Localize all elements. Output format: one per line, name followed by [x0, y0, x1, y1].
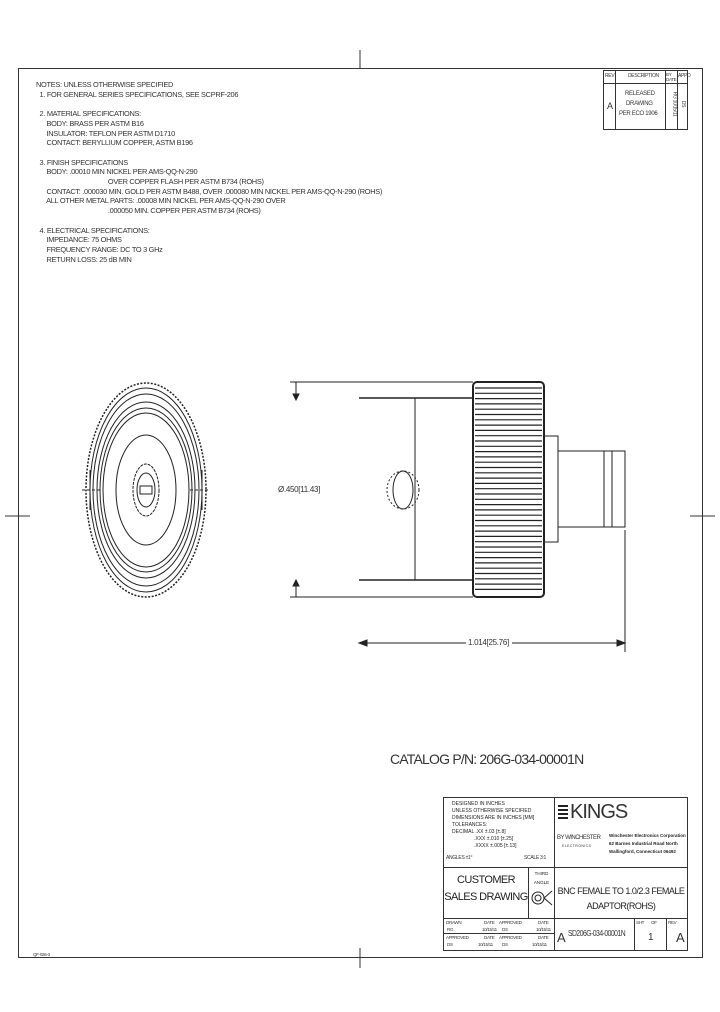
note-line: .000050 MIN. COPPER PER ASTM B734 (ROHS)	[36, 206, 261, 216]
notes-header: NOTES: UNLESS OTHERWISE SPECIFIED	[36, 80, 173, 89]
by-winchester: BY WINCHESTER	[557, 835, 601, 841]
electronics-label: ELECTRONICS	[562, 844, 592, 848]
approved2-date: 10/15/11	[478, 942, 493, 947]
approved-by: DS	[502, 927, 508, 932]
approved3-date: 10/15/11	[532, 942, 547, 947]
knurl-lines	[475, 387, 542, 591]
approved2-label: APPROVED	[446, 935, 469, 940]
note-line: 1. FOR GENERAL SERIES SPECIFICATIONS, SE…	[36, 89, 239, 99]
note-line	[36, 148, 382, 158]
date2-label: DATE	[538, 920, 549, 925]
note-line: FREQUENCY RANGE: DC TO 3 GHz	[36, 244, 163, 254]
rev-label: REV	[668, 920, 677, 925]
rev-appd: DS	[680, 100, 687, 108]
date-label: DATE	[484, 920, 495, 925]
rev-by-date: RG 10/15/11	[671, 91, 678, 117]
drawn-by: RG	[447, 927, 454, 932]
by-date-header: BY DATE	[666, 72, 677, 82]
brand-logo: KINGS	[570, 801, 628, 823]
revision-block: REV DESCRIPTION BY DATE APPD A RELEASED …	[603, 70, 691, 130]
kings-logo-icon	[558, 805, 568, 819]
sheet-label: SHT	[636, 920, 645, 925]
center-marks	[5, 50, 715, 968]
scale: SCALE 3:1	[524, 855, 547, 861]
note-line: CONTACT: .000030 MIN. GOLD PER ASTM B488…	[36, 186, 383, 196]
third-angle-projection-icon	[531, 890, 553, 906]
drawn-label: DRAWN	[446, 920, 462, 925]
note-line: BODY: .00010 MIN NICKEL PER AMS-QQ-N-290	[36, 167, 198, 177]
note-line: CONTACT: BERYLLIUM COPPER, ASTM B196	[36, 138, 194, 148]
approved-date: 10/15/11	[536, 927, 551, 932]
revision-letter: A	[676, 930, 685, 945]
approved-label: APPROVED	[499, 920, 522, 925]
general-notes: NOTES: UNLESS OTHERWISE SPECIFIED 1. FOR…	[36, 80, 382, 264]
approved2-by: DS	[447, 942, 453, 947]
catalog-part-number: CATALOG P/N: 206G-034-00001N	[390, 751, 584, 767]
sheet-size: A	[557, 930, 566, 945]
side-view	[290, 381, 627, 652]
note-line: 3. FINISH SPECIFICATIONS	[36, 157, 129, 167]
form-code: QF-026-3	[33, 952, 50, 957]
note-line: RETURN LOSS: 25 dB MIN	[36, 254, 132, 264]
note-line: INSULATOR: TEFLON PER ASTM D1710	[36, 128, 176, 138]
date3-label: DATE	[484, 935, 495, 940]
front-view	[82, 382, 208, 598]
approved3-label: APPROVED	[499, 935, 522, 940]
note-line: OVER COPPER FLASH PER ASTM B734 (ROHS)	[36, 177, 264, 186]
rev-desc-1: RELEASED	[625, 91, 655, 97]
description-header: DESCRIPTION	[628, 73, 659, 79]
note-line: ALL OTHER METAL PARTS: .00008 MIN NICKEL…	[36, 196, 286, 206]
diameter-dimension: Ø.450[11.43]	[278, 485, 321, 494]
note-line: 2. MATERIAL SPECIFICATIONS:	[36, 109, 142, 119]
rev-header: REV	[605, 73, 615, 79]
note-line: 4. ELECTRICAL SPECIFICATIONS:	[36, 225, 150, 235]
note-line	[36, 216, 382, 226]
rev-desc-2: DRAWING	[626, 101, 653, 107]
date4-label: DATE	[538, 935, 549, 940]
rev-desc-3: PER ECO 1906	[619, 111, 658, 117]
appd-header: APPD	[678, 73, 691, 79]
length-dimension: 1.014[25.76]	[468, 638, 509, 647]
note-line: IMPEDANCE: 75 OHMS	[36, 235, 122, 245]
note-line	[36, 99, 382, 109]
approved3-by: DS	[502, 942, 508, 947]
angles-tolerance: ANGLES ±1°	[446, 855, 473, 861]
rev-value: A	[607, 101, 613, 111]
sheet-number: 1	[648, 932, 654, 943]
of-label: OF	[651, 920, 657, 925]
note-line: BODY: BRASS PER ASTM B16	[36, 118, 144, 128]
drawn-date: 10/15/11	[482, 927, 497, 932]
drawing-part-number: SD206G-034-00001N	[568, 929, 626, 938]
